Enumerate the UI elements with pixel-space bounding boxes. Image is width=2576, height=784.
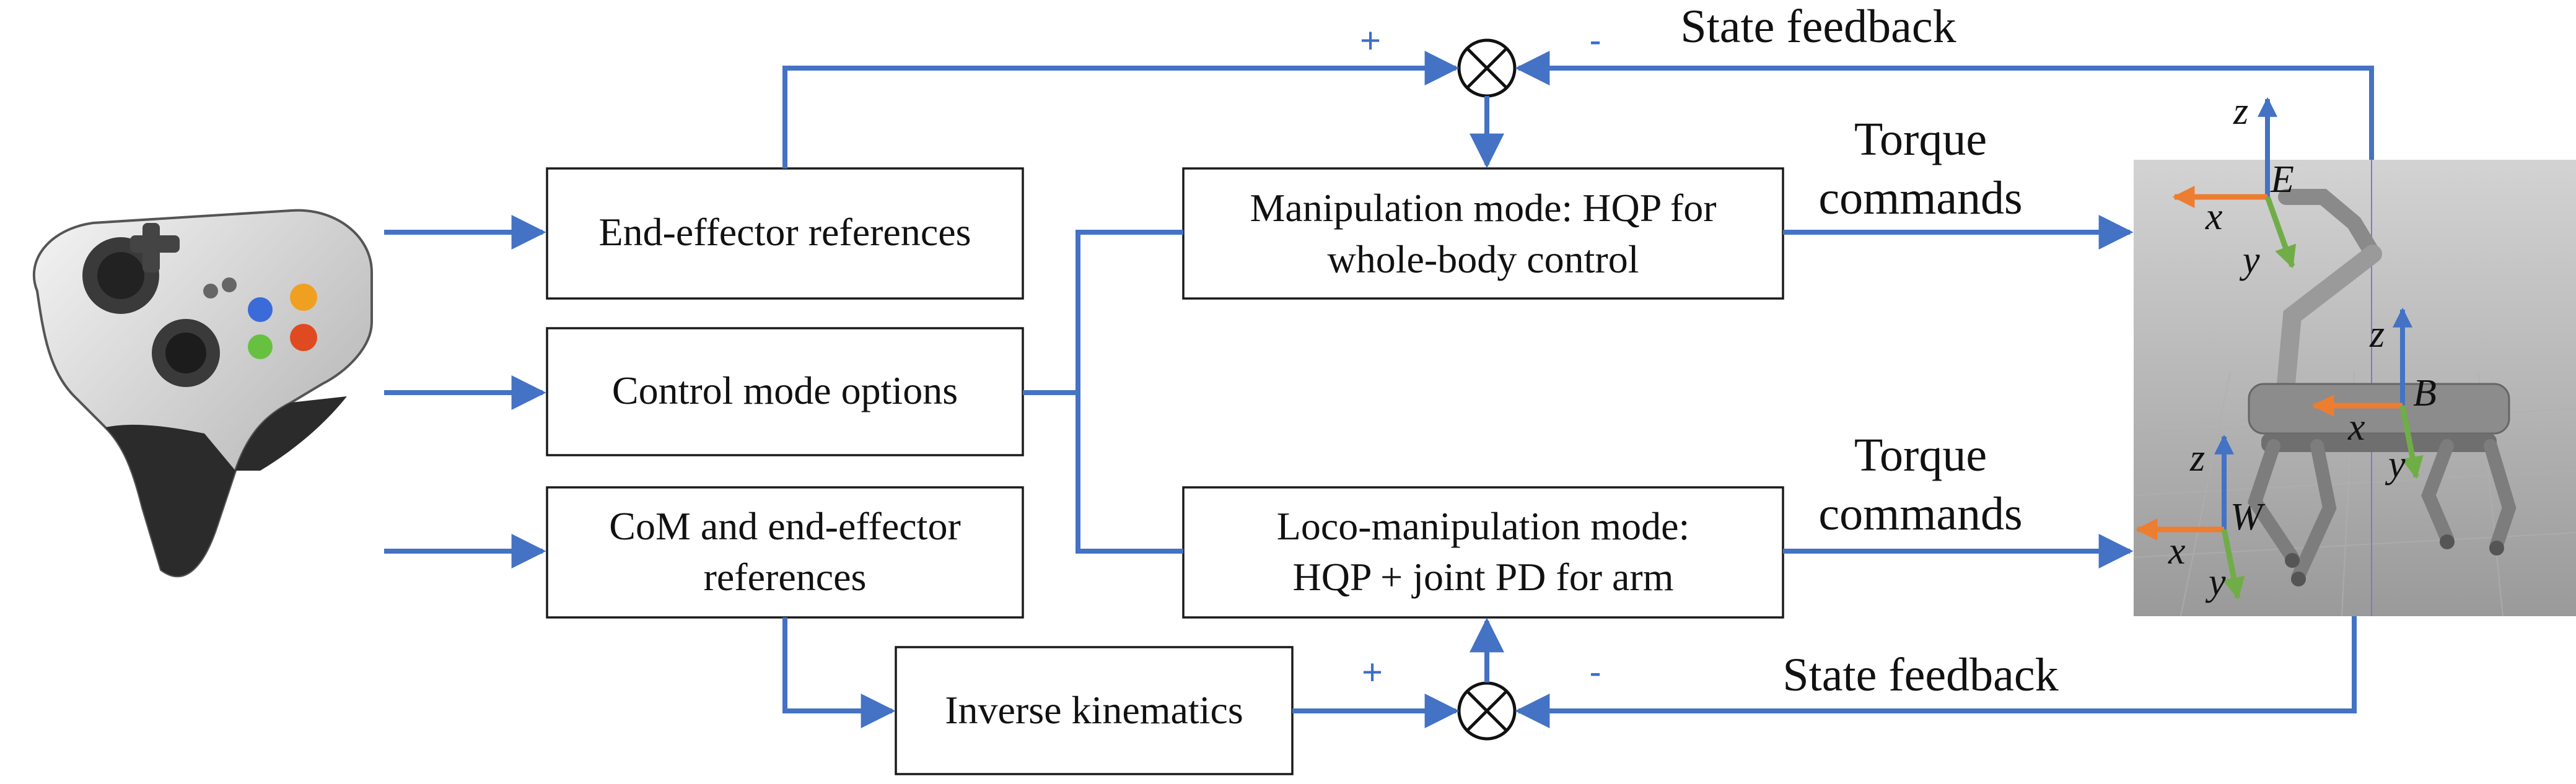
state-feedback-bottom-label: State feedback bbox=[1782, 649, 2058, 701]
svg-text:x: x bbox=[2168, 530, 2186, 572]
svg-text:z: z bbox=[2189, 437, 2205, 479]
control-mode-options-block: Control mode options bbox=[546, 327, 1024, 456]
svg-text:B: B bbox=[2413, 372, 2437, 414]
svg-text:whole-body control: whole-body control bbox=[1328, 237, 1639, 281]
state-feedback-top-label: State feedback bbox=[1680, 1, 1956, 53]
svg-text:y: y bbox=[2239, 239, 2260, 281]
svg-text:Manipulation mode: HQP for: Manipulation mode: HQP for bbox=[1250, 186, 1716, 230]
svg-text:y: y bbox=[2385, 443, 2406, 486]
svg-text:HQP + joint PD for arm: HQP + joint PD for arm bbox=[1292, 555, 1673, 599]
torque-commands-bottom-label-1: Torque bbox=[1854, 429, 1987, 481]
base-frame: z x y B bbox=[2311, 307, 2437, 486]
svg-text:End-effector references: End-effector references bbox=[598, 210, 971, 254]
signal-wires bbox=[384, 51, 2374, 728]
svg-text:E: E bbox=[2270, 159, 2294, 201]
svg-text:Inverse kinematics: Inverse kinematics bbox=[945, 688, 1243, 732]
top-plus-sign: + bbox=[1360, 20, 1381, 61]
world-frame: z x y W bbox=[2135, 434, 2266, 603]
svg-text:W: W bbox=[2230, 496, 2266, 538]
svg-text:z: z bbox=[2369, 313, 2385, 355]
robot-simulation-image: z x y E z x y B z x y W bbox=[2133, 90, 2576, 617]
top-summing-junction bbox=[1457, 38, 1517, 98]
end-effector-references-block: End-effector references bbox=[546, 167, 1024, 300]
svg-text:z: z bbox=[2233, 90, 2248, 133]
svg-text:x: x bbox=[2347, 406, 2365, 448]
svg-text:x: x bbox=[2205, 196, 2223, 238]
bottom-summing-junction bbox=[1457, 681, 1517, 741]
end-effector-frame: z x y E bbox=[2172, 90, 2297, 281]
gamepad-icon bbox=[33, 209, 373, 578]
torque-commands-top-label-2: commands bbox=[1818, 172, 2022, 224]
top-minus-sign: - bbox=[1589, 20, 1601, 61]
svg-text:references: references bbox=[704, 555, 867, 599]
bottom-minus-sign: - bbox=[1589, 652, 1601, 692]
manipulation-mode-block: Manipulation mode: HQP for whole-body co… bbox=[1182, 167, 1784, 300]
torque-commands-bottom-label-2: commands bbox=[1818, 488, 2022, 540]
svg-text:CoM and end-effector: CoM and end-effector bbox=[609, 504, 961, 548]
svg-text:Loco-manipulation mode:: Loco-manipulation mode: bbox=[1277, 504, 1690, 548]
loco-manipulation-mode-block: Loco-manipulation mode: HQP + joint PD f… bbox=[1182, 486, 1784, 619]
inverse-kinematics-block: Inverse kinematics bbox=[895, 646, 1294, 775]
com-end-effector-references-block: CoM and end-effector references bbox=[546, 486, 1024, 619]
torque-commands-top-label-1: Torque bbox=[1854, 113, 1987, 165]
svg-text:Control mode options: Control mode options bbox=[612, 368, 958, 412]
bottom-plus-sign: + bbox=[1362, 652, 1383, 692]
svg-text:y: y bbox=[2205, 561, 2226, 603]
